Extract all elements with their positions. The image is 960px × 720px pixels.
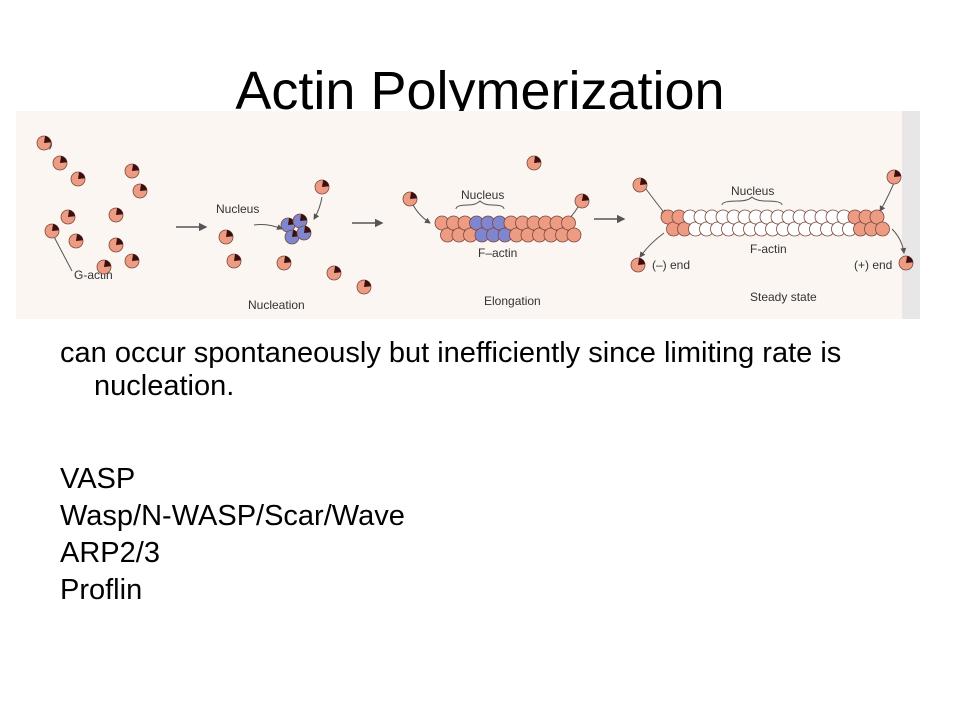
g-actin-monomer	[356, 279, 372, 295]
g-actin-monomer	[326, 265, 342, 281]
description-text: can occur spontaneously but inefficientl…	[60, 337, 842, 402]
stage-label-steady-state: Steady state	[750, 290, 817, 304]
list-item: Proflin	[60, 574, 143, 606]
nucleus-subunit	[292, 213, 308, 229]
filament-subunit	[566, 227, 582, 243]
nucleus-braces	[455, 196, 783, 210]
list-item: ARP2/3	[60, 537, 160, 569]
figure-svg: (a) G-actin Nucleus Nucleus Nucleus F–ac…	[36, 111, 920, 319]
g-actin-monomer	[44, 223, 60, 239]
filament-subunit	[869, 209, 885, 225]
g-actin-monomer	[574, 193, 590, 209]
plus-end-label: (+) end	[854, 258, 892, 272]
stage-arrows	[176, 214, 626, 232]
g-actin-monomer	[52, 155, 68, 171]
nucleus-subunit	[296, 225, 312, 241]
list-item: VASP	[60, 463, 136, 495]
filament-subunit	[875, 221, 890, 237]
actin-polymerization-figure: (a) G-actin Nucleus Nucleus Nucleus F–ac…	[16, 111, 920, 319]
nucleus-label-1: Nucleus	[216, 202, 259, 216]
g-actin-monomer	[96, 259, 112, 275]
g-actin-monomer	[886, 169, 902, 185]
g-actin-monomer	[630, 257, 646, 273]
g-actin-monomer	[314, 179, 330, 195]
minus-end-label: (–) end	[652, 258, 690, 272]
page-edge	[902, 111, 920, 319]
stage-label-elongation: Elongation	[484, 294, 541, 308]
g-actin-monomer	[68, 233, 84, 249]
g-actin-monomer	[108, 207, 124, 223]
g-actin-monomer	[108, 237, 124, 253]
protein-list: VASP Wasp/N-WASP/Scar/Wave ARP2/3 Profli…	[60, 461, 405, 609]
g-actin-monomer	[60, 209, 76, 225]
g-actin-monomer	[70, 171, 86, 187]
list-item: Wasp/N-WASP/Scar/Wave	[60, 500, 405, 532]
g-actin-pointer	[51, 232, 73, 272]
nucleus-label-3: Nucleus	[731, 184, 774, 198]
g-actin-monomer	[124, 163, 140, 179]
g-actin-monomer	[226, 253, 242, 269]
f-actin-label-2: F-actin	[750, 242, 787, 256]
g-actin-monomer	[218, 229, 234, 245]
g-actin-monomer	[124, 253, 140, 269]
stage-label-nucleation: Nucleation	[248, 298, 305, 312]
g-actin-monomer	[898, 255, 914, 271]
g-actin-monomer	[36, 135, 52, 151]
g-actin-monomer	[632, 177, 648, 193]
g-actin-monomer	[402, 191, 418, 207]
actin-subunits	[36, 135, 914, 295]
f-actin-label-1: F–actin	[478, 246, 517, 260]
g-actin-monomer	[276, 255, 292, 271]
nucleus-label-2: Nucleus	[461, 188, 504, 202]
g-actin-monomer	[526, 155, 542, 171]
g-actin-monomer	[132, 183, 148, 199]
filament-subunit	[561, 215, 576, 231]
